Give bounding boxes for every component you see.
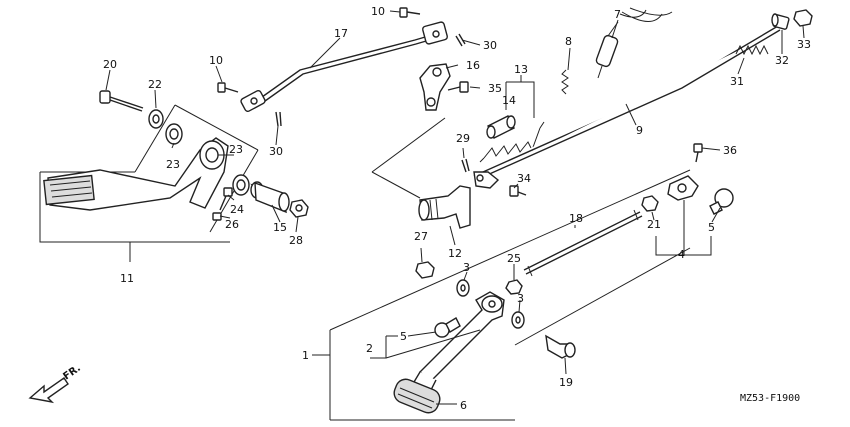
callout-10-top: 10: [371, 5, 385, 18]
callout-18: 18: [569, 212, 583, 225]
callout-36: 36: [723, 144, 737, 157]
callout-24: 24: [230, 203, 244, 216]
collar-14: [486, 115, 516, 139]
callout-35: 35: [488, 82, 502, 95]
callout-14: 14: [502, 94, 516, 107]
callout-4: 4: [678, 248, 685, 261]
callout-32: 32: [775, 54, 789, 67]
brake-arm-group: [371, 63, 545, 229]
nut-25: [505, 279, 523, 295]
cap-32: [771, 13, 790, 30]
step-bolt-19: [545, 334, 576, 359]
joint-4: [667, 175, 699, 201]
callout-9: 9: [636, 124, 643, 137]
callout-31: 31: [730, 75, 744, 88]
bushing-15: [250, 181, 290, 214]
callout-7: 7: [614, 8, 621, 21]
pivot-12: [419, 185, 471, 229]
spring-31: [735, 44, 769, 56]
callouts: 1 2 3 3 4 5 5 6 7 8 9 10 10 11 12 13 14 …: [103, 5, 811, 412]
callout-19: 19: [559, 376, 573, 389]
callout-6: 6: [460, 399, 467, 412]
callout-1: 1: [302, 349, 309, 362]
callout-29: 29: [456, 132, 470, 145]
rubber-6: [393, 378, 441, 414]
callout-23-right: 23: [229, 143, 243, 156]
rod-18: [523, 211, 641, 271]
brake-pedal-group: [39, 90, 309, 262]
callout-17: 17: [334, 27, 348, 40]
callout-28: 28: [289, 234, 303, 247]
callout-8: 8: [565, 35, 572, 48]
callout-33: 33: [797, 38, 811, 51]
nut-28: [289, 199, 309, 218]
callout-27: 27: [414, 230, 428, 243]
callout-11: 11: [120, 272, 134, 285]
callout-5-upper: 5: [708, 221, 715, 234]
nut-27: [415, 261, 435, 279]
callout-34: 34: [517, 172, 531, 185]
front-direction-arrow: FR.: [28, 363, 83, 404]
callout-13: 13: [514, 63, 528, 76]
gearshift-arm: [419, 291, 505, 383]
bolt-20: [99, 90, 144, 112]
cable-group: [473, 7, 813, 197]
brake-arm-16: [419, 63, 451, 111]
callout-30-right: 30: [483, 39, 497, 52]
callout-25: 25: [507, 252, 521, 265]
callout-15: 15: [273, 221, 287, 234]
fr-label: FR.: [61, 363, 82, 383]
callout-30-left: 30: [269, 145, 283, 158]
callout-5-lower: 5: [400, 330, 407, 343]
spring-13: [483, 127, 541, 159]
callout-23-left: 23: [166, 158, 180, 171]
callout-22: 22: [148, 78, 162, 91]
diagram-code: MZ53-F1900: [740, 393, 800, 404]
callout-2: 2: [366, 342, 373, 355]
callout-21: 21: [647, 218, 661, 231]
gearshift-group: [312, 143, 734, 421]
spring-8: [561, 69, 569, 95]
callout-3-lower: 3: [517, 292, 524, 305]
callout-10-left: 10: [209, 54, 223, 67]
switch-7: [595, 7, 673, 79]
nut-26: [212, 212, 222, 221]
callout-20: 20: [103, 58, 117, 71]
bolt-24: [223, 187, 233, 197]
callout-3-upper: 3: [463, 261, 470, 274]
nut-33: [793, 9, 813, 27]
leader-lines: [105, 10, 805, 405]
callout-16: 16: [466, 59, 480, 72]
brake-pedal-pad: [43, 174, 95, 206]
brake-rod-17: [217, 7, 466, 127]
joint-5-lower: [434, 317, 461, 338]
nut-21: [641, 195, 659, 212]
callout-26: 26: [225, 218, 239, 231]
callout-12: 12: [448, 247, 462, 260]
joint-5-upper: [709, 188, 734, 215]
